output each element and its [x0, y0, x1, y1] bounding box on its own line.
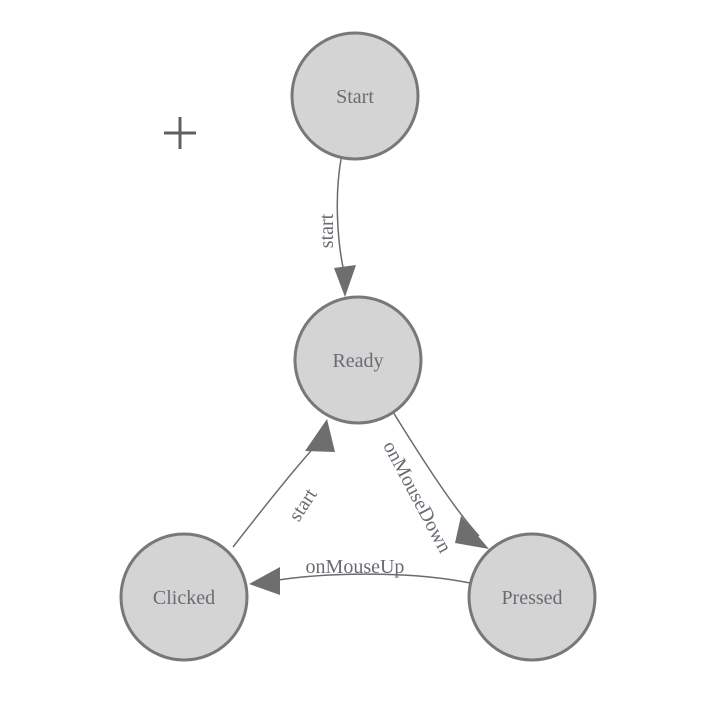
node-ready-label: Ready	[332, 350, 383, 372]
arrowhead-into-pressed	[455, 516, 489, 549]
node-clicked[interactable]: Clicked	[119, 532, 249, 662]
edge-label-start-to-ready: start	[316, 213, 338, 248]
node-start-label: Start	[336, 86, 374, 108]
node-pressed-circle[interactable]	[467, 532, 597, 662]
node-pressed[interactable]: Pressed	[467, 532, 597, 662]
node-start[interactable]: Start	[290, 31, 420, 161]
edge-pressed-to-clicked[interactable]	[249, 567, 471, 595]
arrowhead-into-clicked	[249, 567, 280, 595]
node-ready-circle[interactable]	[293, 295, 423, 425]
node-ready[interactable]: Ready	[293, 295, 423, 425]
node-clicked-circle[interactable]	[119, 532, 249, 662]
node-pressed-label: Pressed	[501, 587, 562, 609]
edge-label-pressed-to-clicked: onMouseUp	[306, 556, 405, 578]
edge-pressed-to-clicked-path	[271, 573, 471, 584]
edge-start-to-ready-path	[336, 158, 345, 273]
edge-clicked-to-ready[interactable]	[232, 419, 335, 548]
arrowhead-into-ready-bottom	[305, 419, 335, 452]
node-start-circle[interactable]	[290, 31, 420, 161]
edge-ready-to-pressed-path	[392, 411, 480, 537]
node-clicked-label: Clicked	[153, 587, 215, 609]
plus-marker-icon[interactable]	[164, 117, 196, 149]
edge-label-clicked-to-ready: start	[284, 484, 321, 525]
edge-label-ready-to-pressed: onMouseDown	[378, 437, 455, 556]
arrowhead-into-ready-top	[334, 265, 356, 297]
edge-start-to-ready[interactable]	[334, 158, 356, 297]
edge-ready-to-pressed[interactable]	[392, 411, 489, 549]
